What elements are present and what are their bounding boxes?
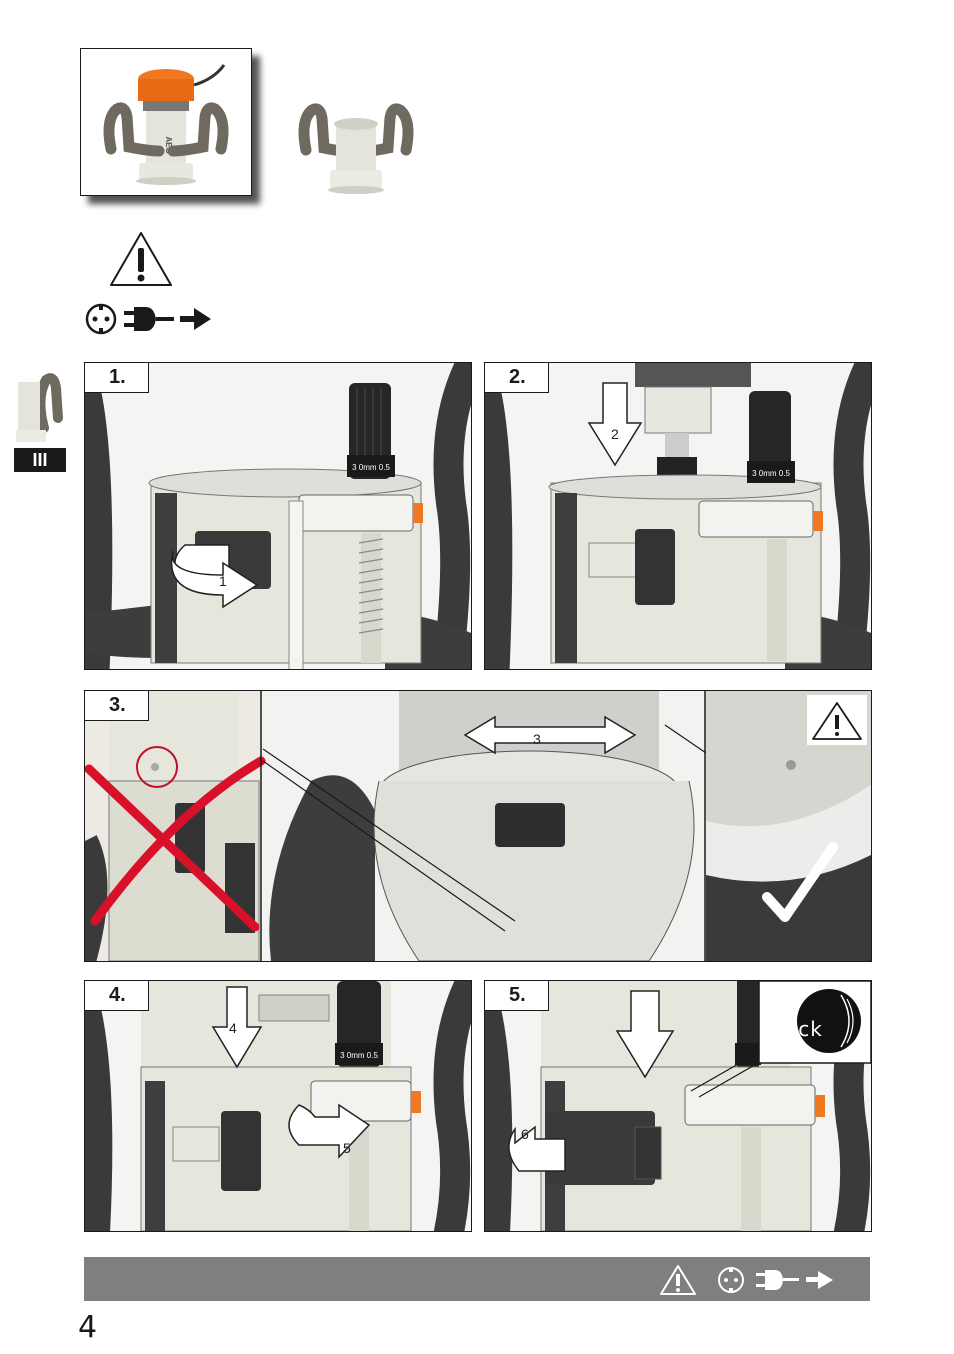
section-tab: III	[14, 362, 66, 472]
step-3-illustration: 3	[85, 691, 871, 961]
step-1-illustration: 3 0mm 0.5 1	[85, 363, 471, 669]
section-tab-label: III	[14, 448, 66, 472]
svg-text:3 0mm 0.5: 3 0mm 0.5	[752, 469, 790, 478]
step-4-illustration: 3 0mm 0.5 4 5	[85, 981, 471, 1231]
step-3-label: 3.	[85, 691, 149, 721]
step-panel-3: 3 3.	[84, 690, 872, 962]
power-socket-icon	[84, 302, 118, 336]
product-thumbnail-base-only	[286, 94, 426, 198]
step-5-label: 5.	[485, 981, 549, 1011]
step-4-label: 4.	[85, 981, 149, 1011]
step-5-illustration: 6	[485, 981, 871, 1231]
step-2-label: 2.	[485, 363, 549, 393]
step-1-arrow-number: 1	[219, 573, 227, 589]
step-4-arrow-number-4: 4	[229, 1020, 237, 1036]
step-5-arrow-number: 6	[521, 1126, 529, 1142]
step-4-arrow-number-5: 5	[343, 1140, 351, 1156]
step-1-label: 1.	[85, 363, 149, 393]
footer-safety-bar	[84, 1257, 870, 1301]
product-thumbnail-full-router: AEG	[80, 48, 252, 196]
unplug-icon	[756, 1270, 799, 1290]
unplug-icon	[124, 303, 176, 335]
step-3-arrow-number: 3	[533, 731, 541, 747]
page-number: 4	[78, 1310, 98, 1345]
brand-logo: AEG	[164, 136, 173, 153]
arrow-right-icon	[806, 1271, 833, 1289]
step-panel-4: 3 0mm 0.5 4 5 4.	[84, 980, 472, 1232]
step-panel-1: 3 0mm 0.5 1 1.	[84, 362, 472, 670]
router-illustration: AEG	[103, 64, 229, 185]
svg-text:3 0mm 0.5: 3 0mm 0.5	[352, 463, 390, 472]
step-2-arrow-number: 2	[611, 426, 619, 442]
warning-triangle-icon	[660, 1265, 696, 1295]
svg-text:3 0mm 0.5: 3 0mm 0.5	[340, 1051, 378, 1060]
warning-triangle-icon	[108, 230, 174, 288]
router-base-thumbnail	[16, 373, 63, 442]
step-2-illustration: 3 0mm 0.5 2	[485, 363, 871, 669]
click-badge-label: click	[773, 1017, 823, 1041]
arrow-right-icon	[180, 306, 212, 332]
power-socket-icon	[718, 1267, 744, 1293]
step-panel-2: 3 0mm 0.5 2 2.	[484, 362, 872, 670]
step-panel-5: 6 click 5.	[484, 980, 872, 1232]
